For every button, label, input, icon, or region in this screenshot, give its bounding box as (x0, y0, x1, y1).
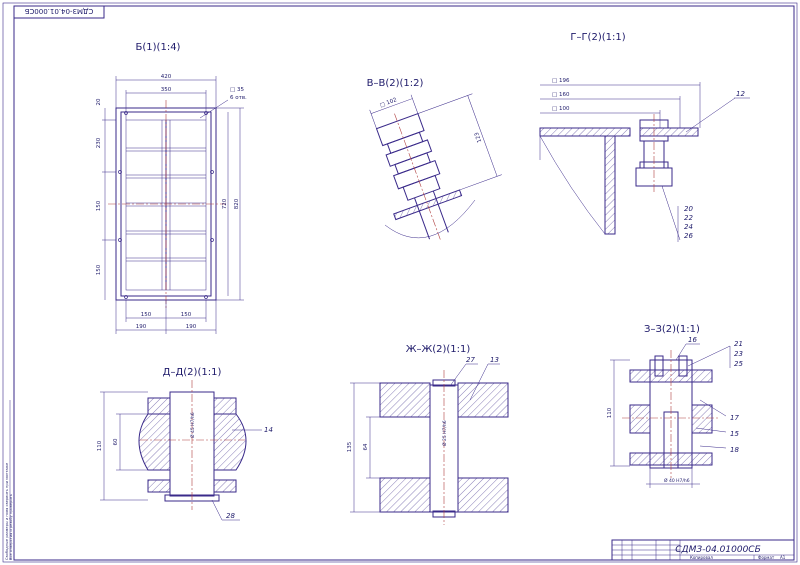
dim-160: □ 160 (552, 92, 570, 98)
top-stamp: СДМЗ-04.01.000СБ (13, 5, 105, 19)
dim-135-zh: 135 (347, 441, 353, 452)
title-block-format-value: А1 (780, 555, 786, 560)
view-v: В–В(2)(1:2) □ 102 123 (367, 78, 502, 241)
dim-196: □ 196 (552, 78, 570, 84)
dim-35: □ 35 (230, 87, 244, 93)
title-block-format-label: Формат (758, 555, 775, 560)
dim-60-d: 60 (113, 438, 119, 445)
dim-110-z: 110 (607, 407, 613, 418)
title-block: СДМЗ-04.01000СБ Копировал Формат А1 (611, 539, 795, 561)
callout-26: 26 (684, 232, 693, 240)
fit-d: Ø 45 H7/h6 (189, 412, 196, 438)
view-g-title: Г–Г(2)(1:1) (570, 32, 625, 43)
view-v-title: В–В(2)(1:2) (367, 78, 424, 89)
callout-12: 12 (736, 90, 745, 98)
dim-190-a: 190 (136, 324, 147, 330)
fit-zh: Ø 25 H7/h6 (441, 420, 448, 446)
dim-64-zh: 64 (363, 443, 369, 450)
dim-102: □ 102 (379, 97, 397, 109)
side-note-1: Свободные размеры и поля сверлить при мо… (5, 462, 9, 560)
callout-28: 28 (226, 512, 235, 520)
dim-820: 820 (234, 198, 240, 209)
dim-150-b: 150 (96, 264, 102, 275)
callout-16: 16 (688, 336, 697, 344)
callout-13: 13 (490, 356, 499, 364)
dim-150-a: 150 (96, 200, 102, 211)
drawing-frame (13, 5, 795, 561)
title-block-copied: Копировал (690, 555, 713, 560)
callout-25: 25 (734, 360, 743, 368)
fit-z: Ø 40 H7/h6 (664, 477, 690, 484)
callout-23: 23 (734, 350, 743, 358)
callout-17: 17 (730, 414, 739, 422)
view-b: Б(1)(1:4) 420 350 □ 35 (96, 42, 247, 334)
dim-110-d: 110 (97, 440, 103, 451)
view-b-title: Б(1)(1:4) (136, 42, 181, 53)
dim-20: 20 (96, 98, 102, 105)
view-z: З–З(2)(1:1) 110 Ø 40 H7/h6 16 21 23 25 1… (607, 324, 743, 488)
view-d: Д–Д(2)(1:1) 110 60 Ø 45 H7/h6 14 28 (97, 367, 273, 521)
dim-150-bottom-b: 150 (181, 312, 192, 318)
view-z-title: З–З(2)(1:1) (644, 324, 700, 335)
callout-27: 27 (466, 356, 475, 364)
callout-18: 18 (730, 446, 739, 454)
side-note-2: Все отверстия и резьбу проверить (9, 494, 13, 560)
dim-420: 420 (161, 74, 172, 80)
dim-123: 123 (474, 131, 483, 143)
callout-15: 15 (730, 430, 739, 438)
callout-20: 20 (684, 205, 693, 213)
title-block-designation: СДМЗ-04.01000СБ (675, 545, 761, 555)
dim-150-bottom-a: 150 (141, 312, 152, 318)
callout-21: 21 (734, 340, 743, 348)
dim-350: 350 (161, 87, 172, 93)
callout-14: 14 (264, 426, 273, 434)
dim-100: □ 100 (552, 106, 570, 112)
dim-230: 230 (96, 137, 102, 148)
top-stamp-text: СДМЗ-04.01.000СБ (24, 7, 93, 15)
view-g: Г–Г(2)(1:1) □ 196 □ 160 □ 100 12 (539, 32, 750, 242)
callout-22: 22 (684, 214, 693, 222)
side-notes: Свободные размеры и поля сверлить при мо… (5, 400, 13, 560)
dim-6holes: 6 отв. (230, 95, 247, 101)
callout-24: 24 (684, 223, 693, 231)
view-zh: Ж–Ж(2)(1:1) 135 64 Ø 25 H7/h6 27 13 (347, 344, 509, 525)
dim-190-b: 190 (186, 324, 197, 330)
view-d-title: Д–Д(2)(1:1) (163, 367, 222, 378)
view-zh-title: Ж–Ж(2)(1:1) (406, 344, 471, 355)
dim-720: 720 (222, 198, 228, 209)
